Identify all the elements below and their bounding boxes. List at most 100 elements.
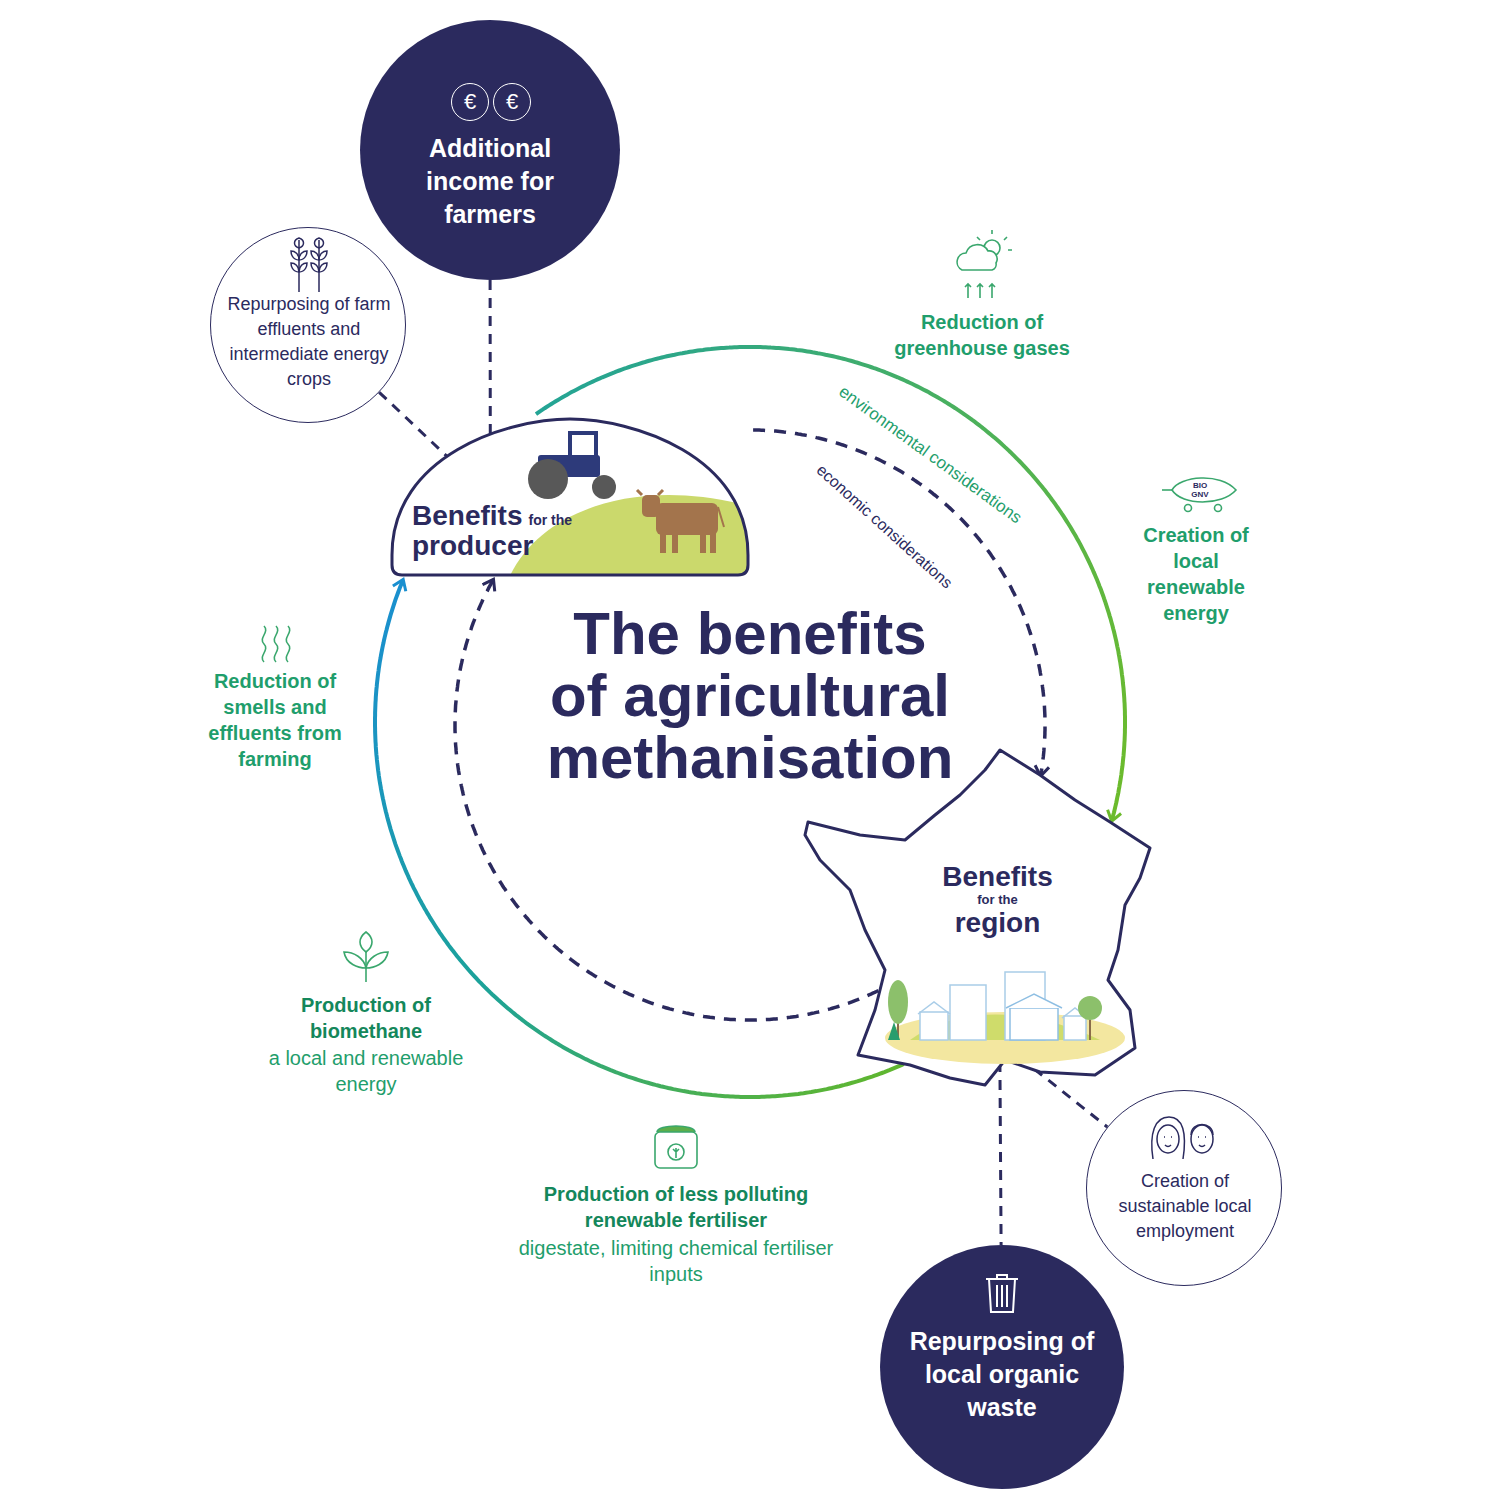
- graphic-g: [291, 238, 327, 292]
- graphic-path: [997, 1285, 1007, 1307]
- producer-dome: Benefitsfor theproducer: [388, 415, 752, 580]
- graphic-rect: [660, 531, 666, 553]
- dashed-connector: [489, 280, 492, 445]
- income-circle: Additional income for farmers: [360, 20, 620, 280]
- graphic-path: [299, 240, 319, 292]
- graphic-circle: [592, 475, 616, 499]
- graphic-rect: [672, 531, 678, 553]
- node-text: Creation of sustainable local employment: [1105, 1169, 1265, 1244]
- graphic-path: [262, 626, 265, 662]
- graphic-circle: [528, 459, 568, 499]
- graphic-div: producer: [412, 531, 572, 561]
- graphic-circle: [1215, 505, 1222, 512]
- plant-icon: [344, 932, 388, 982]
- graphic-rect: [1010, 1008, 1058, 1040]
- benefit-note: digestate, limiting chemical fertiliser …: [516, 1235, 836, 1287]
- edge-label: economic considerations: [812, 460, 957, 593]
- graphic-path: [1089, 1018, 1091, 1040]
- graphic-path: [508, 495, 752, 580]
- graphic-path: [286, 626, 289, 662]
- icon-text: BIO: [1185, 481, 1215, 490]
- graphic-path: [1162, 489, 1172, 491]
- benefit-label: Production of less polluting renewable f…: [511, 1181, 841, 1233]
- cycle-arrow: [536, 347, 1125, 820]
- graphic-path: [918, 1002, 950, 1014]
- tractor-illustration: [528, 433, 616, 499]
- graphic-path: [1152, 1117, 1185, 1159]
- graphic-path: [986, 1275, 1018, 1279]
- benefit-label: a local and renewable energy: [261, 1045, 471, 1097]
- graphic-circle: [668, 1144, 684, 1160]
- graphic-rect: [710, 531, 716, 553]
- waste-circle: Repurposing of local organic waste: [880, 1245, 1124, 1489]
- graphic-path: [989, 1279, 1015, 1312]
- bin-icon: [982, 1271, 1022, 1315]
- graphic-path: [1164, 1137, 1172, 1147]
- fertiliser-bag-icon: [655, 1126, 697, 1168]
- node-text: Additional income for farmers: [390, 132, 590, 231]
- graphic-circle: [1185, 505, 1192, 512]
- graphic-path: [274, 626, 277, 662]
- graphic-div: Benefitsfor theregion: [910, 862, 1085, 938]
- graphic-rect: [1064, 1016, 1086, 1040]
- graphic-g: [986, 1275, 1018, 1312]
- graphic-rect: [700, 531, 706, 553]
- graphic-rect: [920, 1012, 948, 1040]
- graphic-path: [1191, 1125, 1213, 1136]
- graphic-rect: [656, 503, 718, 535]
- graphic-path: [965, 284, 995, 298]
- graphic-ellipse: [1191, 1125, 1213, 1153]
- graphic-rect: [950, 985, 986, 1040]
- graphic-polygon: [805, 750, 1150, 1085]
- input-circle: Repurposing of farm effluents and interm…: [210, 227, 406, 423]
- graphic-g: [1152, 1117, 1213, 1159]
- graphic-path: [1006, 994, 1062, 1008]
- employment-circle: Creation of sustainable local employment: [1086, 1090, 1282, 1286]
- benefit-label: Production of biomethane: [266, 992, 466, 1044]
- people-icon: [1145, 1113, 1225, 1163]
- cloud-icon: [957, 230, 1012, 298]
- graphic-path: [344, 952, 366, 968]
- graphic-path: [637, 490, 663, 495]
- graphic-path: [657, 1126, 695, 1132]
- icon-text: GNV: [1185, 490, 1215, 499]
- benefit-label: Creation of local renewable energy: [1135, 522, 1257, 626]
- graphic-path: [366, 952, 388, 968]
- node-text: Repurposing of local organic waste: [902, 1325, 1102, 1424]
- graphic-circle: [1078, 996, 1102, 1020]
- node-text: Repurposing of farm effluents and interm…: [221, 292, 397, 392]
- odour-icon: [262, 626, 289, 662]
- graphic-path: [311, 238, 327, 272]
- town-illustration: [885, 972, 1125, 1064]
- graphic-path: [888, 1022, 900, 1040]
- graphic-rect: [655, 1132, 697, 1168]
- dashed-connector: [1034, 1069, 1107, 1127]
- node-subtext: for the: [910, 892, 1085, 908]
- node-heading: producer: [412, 530, 533, 561]
- graphic-path: [291, 238, 307, 272]
- graphic-path: [957, 245, 997, 270]
- euro-symbol: €: [493, 83, 531, 121]
- wheat-icon: [279, 234, 339, 294]
- graphic-path: [360, 932, 372, 952]
- graphic-div: Benefitsfor the: [412, 501, 572, 531]
- graphic-path: [1198, 1137, 1206, 1147]
- biogas-vehicle-icon: [1162, 478, 1236, 512]
- graphic-g: [508, 495, 752, 580]
- graphic-rect: [570, 433, 596, 457]
- graphic-ellipse: [1157, 1125, 1179, 1153]
- graphic-path: [392, 419, 748, 575]
- diagram-title: The benefits of agricultural methanisati…: [540, 603, 960, 789]
- graphic-ellipse: [888, 980, 908, 1024]
- node-heading: region: [910, 908, 1085, 938]
- graphic-rect: [642, 495, 660, 517]
- cow-illustration: [637, 490, 724, 553]
- graphic-path: [1172, 478, 1236, 502]
- graphic-path: [718, 507, 724, 527]
- graphic-path: [673, 1148, 679, 1158]
- benefit-label: Reduction of smells and effluents from f…: [200, 668, 350, 772]
- node-subtext: for the: [528, 512, 572, 528]
- euro-symbol: €: [451, 83, 489, 121]
- node-heading: Benefits: [910, 862, 1085, 892]
- dashed-connector: [1000, 1062, 1001, 1245]
